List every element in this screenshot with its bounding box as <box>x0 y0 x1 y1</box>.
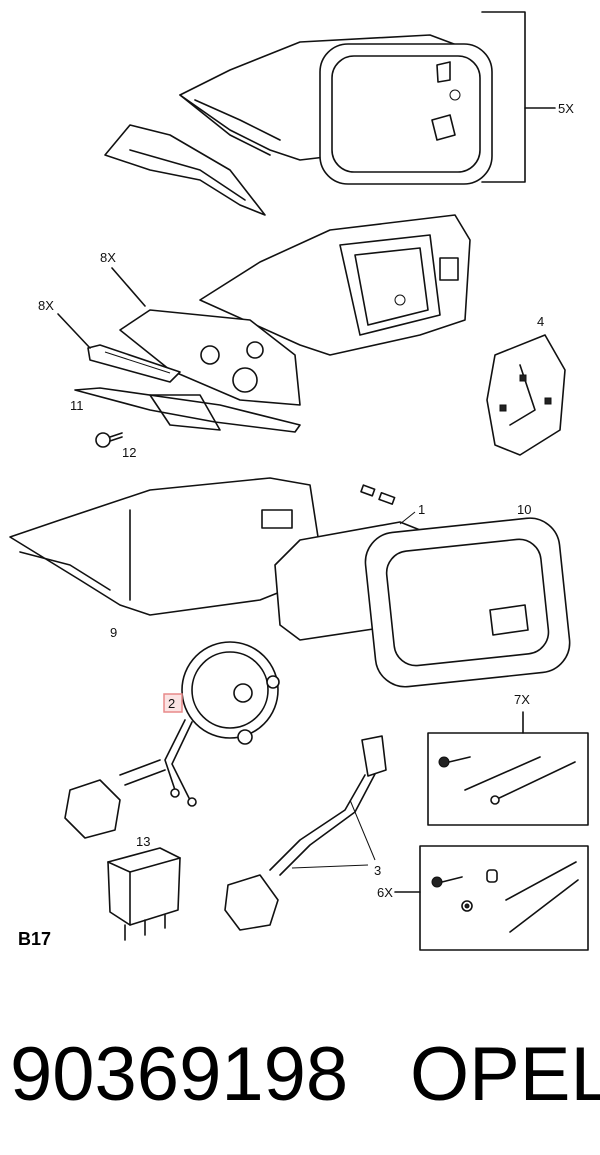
mirror-base-housing <box>199 214 471 356</box>
callout-4: 4 <box>537 314 544 329</box>
wiring-harness-3 <box>224 735 387 931</box>
callout-12: 12 <box>122 445 136 460</box>
mirror-mount-bracket <box>119 309 301 406</box>
callout-3: 3 <box>374 863 381 878</box>
callout-13: 13 <box>136 834 150 849</box>
callout-6x: 6X <box>377 885 393 900</box>
top-mirror-trim <box>104 124 266 216</box>
callout-5x: 5X <box>558 101 574 116</box>
cover-plate-11 <box>74 387 301 433</box>
callout-8x-a: 8X <box>100 250 116 265</box>
relay-module-13 <box>107 847 181 941</box>
callout-10: 10 <box>517 502 531 517</box>
mirror-frame-10 <box>364 517 571 688</box>
callout-9: 9 <box>110 625 117 640</box>
adjuster-plate-4 <box>486 334 566 456</box>
screw-12 <box>95 432 123 448</box>
part-number: 90369198 <box>10 1032 349 1117</box>
sheet-code: B17 <box>18 929 51 949</box>
callout-1: 1 <box>418 502 425 517</box>
mirror-motor-2 <box>164 641 280 807</box>
hardware-kit-6x <box>394 845 589 951</box>
highlight-box <box>163 693 183 713</box>
callout-8x-b: 8X <box>38 298 54 313</box>
callout-7x: 7X <box>514 692 530 707</box>
motor-connector-plug <box>64 759 166 839</box>
bracket-5x <box>481 11 556 183</box>
leader-8x-a <box>111 267 146 307</box>
callout-2: 2 <box>168 696 175 711</box>
leader-8x-b <box>57 313 91 349</box>
top-mirror-glass <box>319 43 493 185</box>
brand-name: OPEL <box>410 1032 600 1117</box>
hardware-kit-7x <box>427 711 589 826</box>
mirror-shell-9 <box>9 477 321 616</box>
callout-11: 11 <box>70 398 84 413</box>
gasket-strip <box>87 344 181 383</box>
glass-clips <box>360 484 396 505</box>
